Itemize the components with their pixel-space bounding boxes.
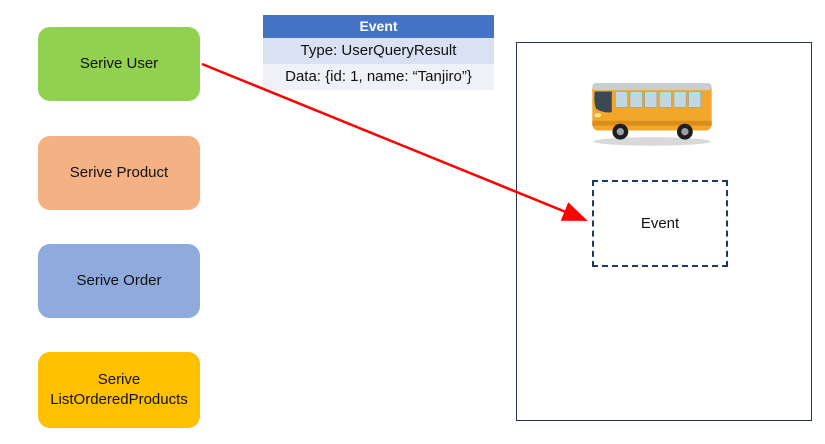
service-box-product: Serive Product: [38, 136, 200, 210]
service-box-order: Serive Order: [38, 244, 200, 318]
bus-image: [585, 72, 719, 150]
event-dashed-box: Event: [592, 180, 728, 267]
event-table-row-type: Type: UserQueryResult: [263, 38, 494, 64]
event-table: Event Type: UserQueryResult Data: {id: 1…: [263, 15, 494, 90]
event-table-row-data: Data: {id: 1, name: “Tanjiro”}: [263, 64, 494, 90]
service-box-list-ordered-products: Serive ListOrderedProducts: [38, 352, 200, 428]
event-table-title: Event: [263, 15, 494, 38]
service-box-user: Serive User: [38, 27, 200, 101]
bus-icon: [592, 82, 712, 146]
